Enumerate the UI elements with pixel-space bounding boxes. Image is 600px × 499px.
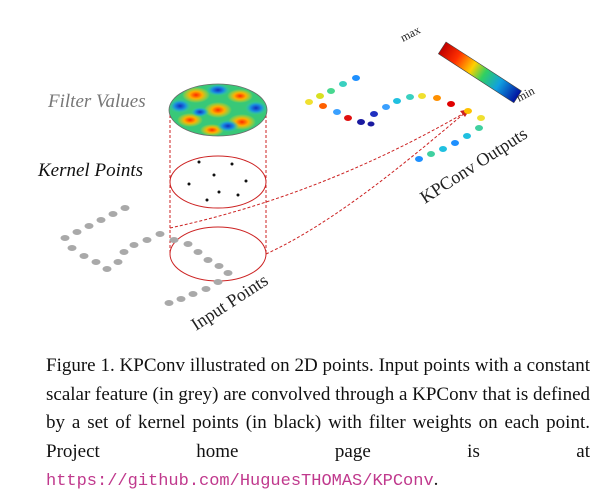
projection-line-upper	[169, 111, 467, 229]
kernel-points-disk	[169, 155, 267, 209]
projection-line-lower	[265, 111, 467, 255]
kernel-points-label: Kernel Points	[37, 160, 143, 181]
caption-end: .	[433, 469, 439, 490]
kpconv-illustration: max min Filter Values Kernel Points Inpu…	[37, 23, 537, 335]
outputs-label: KPConv Outputs	[416, 123, 530, 207]
input-points-disk	[169, 226, 267, 282]
caption-text: Figure 1. KPConv illustrated on 2D point…	[46, 355, 590, 462]
colorbar	[437, 41, 522, 104]
kernel-points	[187, 160, 248, 202]
filter-values-disk	[168, 83, 268, 137]
output-points	[305, 75, 485, 162]
filter-values-label: Filter Values	[47, 91, 146, 112]
figure-caption: Figure 1. KPConv illustrated on 2D point…	[46, 352, 590, 497]
input-points	[60, 205, 233, 306]
project-url-link[interactable]: https://github.com/HuguesTHOMAS/KPConv	[46, 472, 434, 491]
colorbar-min-label: min	[514, 84, 537, 105]
colorbar-max-label: max	[398, 23, 423, 45]
